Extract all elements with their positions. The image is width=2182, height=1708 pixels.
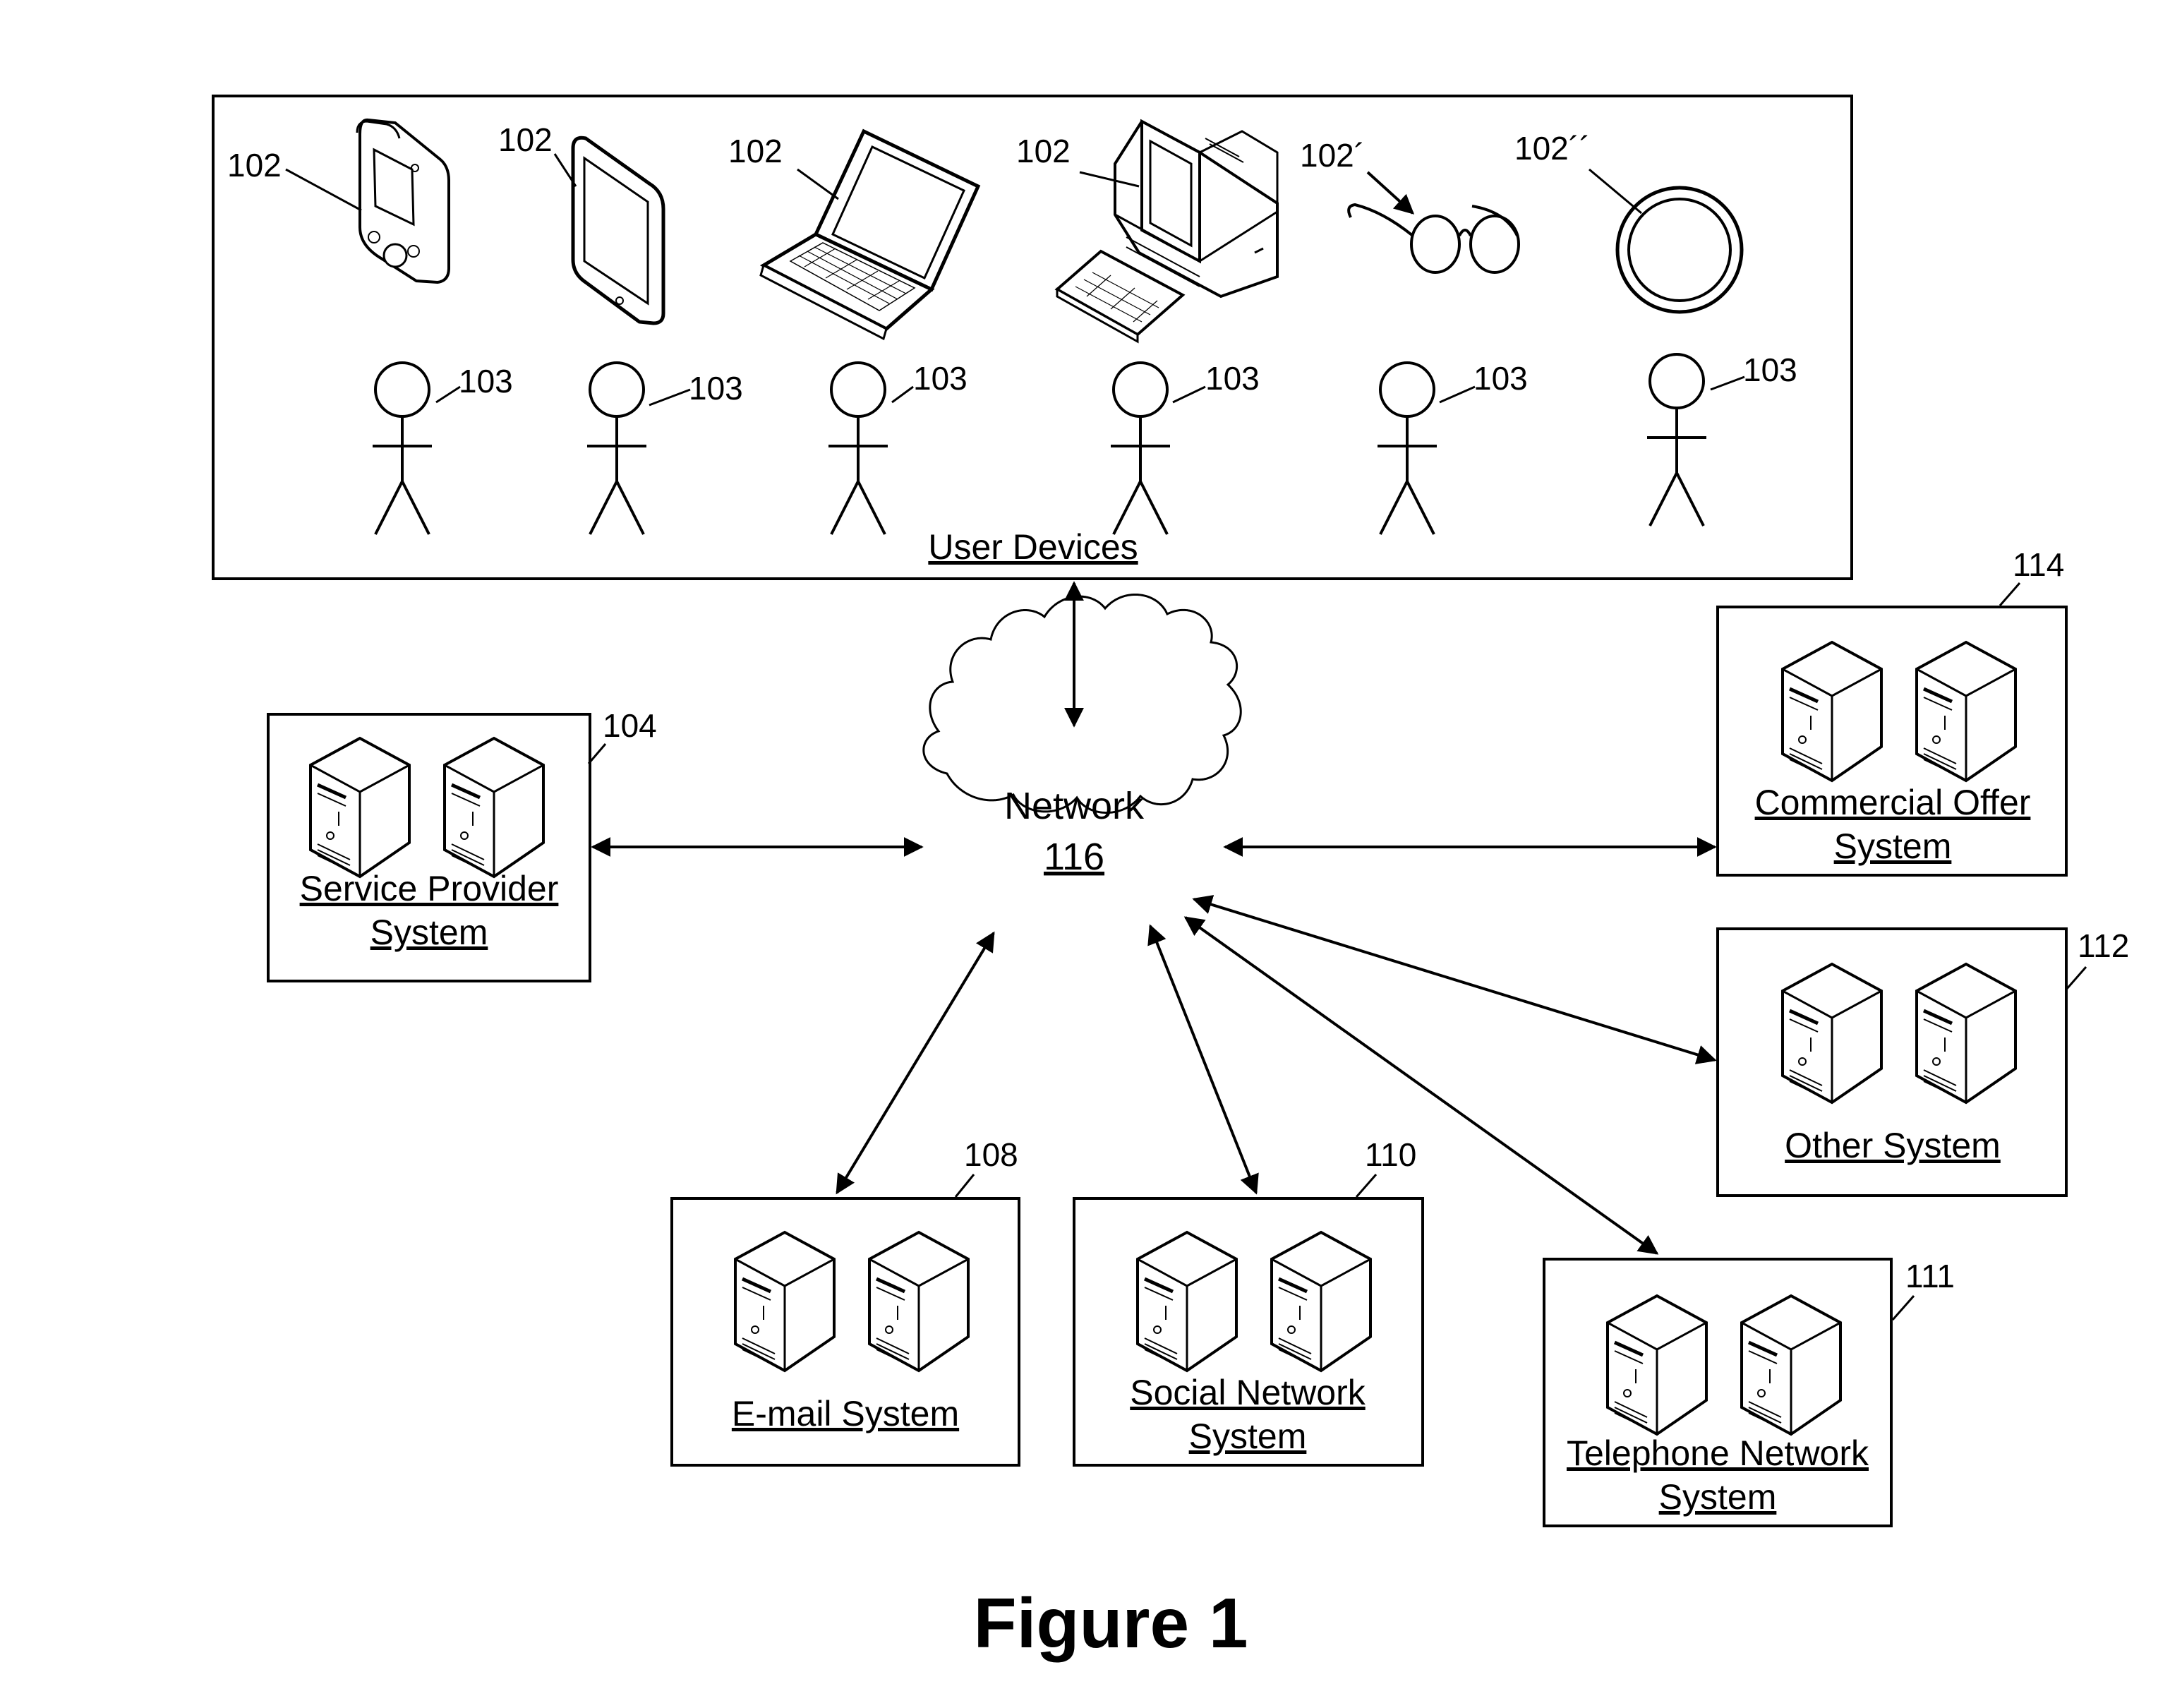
smart-watch-icon <box>1617 188 1742 312</box>
telephone-network-ref-leader <box>1893 1296 1914 1320</box>
service-provider-label-line1: Service Provider <box>300 869 559 908</box>
user-ref-3: 103 <box>913 360 968 397</box>
device-ref-3: 102 <box>728 133 783 169</box>
email-system-ref-leader <box>956 1174 974 1197</box>
user-ref-1: 103 <box>459 363 513 399</box>
network-cloud-shape <box>924 594 1241 812</box>
service-provider-ref: 104 <box>603 707 657 744</box>
email-system-ref: 108 <box>964 1136 1018 1173</box>
telephone-network-label-line1: Telephone Network <box>1567 1433 1869 1473</box>
commercial-offer-label-line1: Commercial Offer <box>1755 783 2031 822</box>
social-network-label-line2: System <box>1189 1417 1307 1456</box>
network-label: Network <box>1004 785 1145 827</box>
other-system-ref: 112 <box>2078 927 2129 964</box>
telephone-network-system: Telephone Network System 111 <box>1544 1258 1955 1526</box>
commercial-offer-ref: 114 <box>2013 546 2064 583</box>
user-ref-5: 103 <box>1473 360 1528 397</box>
device-ref-4: 102 <box>1016 133 1071 169</box>
commercial-offer-system: Commercial Offer System 114 <box>1718 546 2066 875</box>
social-network-ref: 110 <box>1365 1136 1416 1173</box>
user-devices-label: User Devices <box>928 527 1138 567</box>
network-ref: 116 <box>1044 836 1104 878</box>
other-system-ref-leader <box>2066 967 2086 990</box>
device-ref-6: 102´´ <box>1514 130 1590 167</box>
user-devices-group: 102 102 102 <box>213 96 1852 579</box>
arrow-social-network <box>1150 926 1256 1193</box>
service-provider-system: Service Provider System 104 <box>268 707 657 981</box>
telephone-network-label-line2: System <box>1659 1477 1777 1517</box>
network-cloud: Network 116 <box>924 594 1241 878</box>
email-system-label: E-mail System <box>732 1394 959 1433</box>
social-network-label-line1: Social Network <box>1130 1373 1366 1412</box>
social-network-system: Social Network System 110 <box>1074 1136 1423 1465</box>
commercial-offer-ref-leader <box>2000 583 2020 606</box>
other-system-label: Other System <box>1785 1126 2001 1165</box>
user-ref-4: 103 <box>1205 360 1260 397</box>
user-ref-2: 103 <box>689 370 743 407</box>
other-system: Other System 112 <box>1718 927 2129 1196</box>
service-provider-label-line2: System <box>370 913 488 952</box>
user-ref-6: 103 <box>1743 351 1797 388</box>
email-system: E-mail System 108 <box>672 1136 1019 1465</box>
device-ref-5: 102´ <box>1300 137 1365 174</box>
figure-caption: Figure 1 <box>974 1584 1248 1663</box>
commercial-offer-label-line2: System <box>1834 826 1952 866</box>
social-network-ref-leader <box>1356 1174 1376 1197</box>
telephone-network-ref: 111 <box>1905 1258 1955 1294</box>
device-ref-1: 102 <box>227 147 282 184</box>
device-ref-2: 102 <box>498 121 553 158</box>
